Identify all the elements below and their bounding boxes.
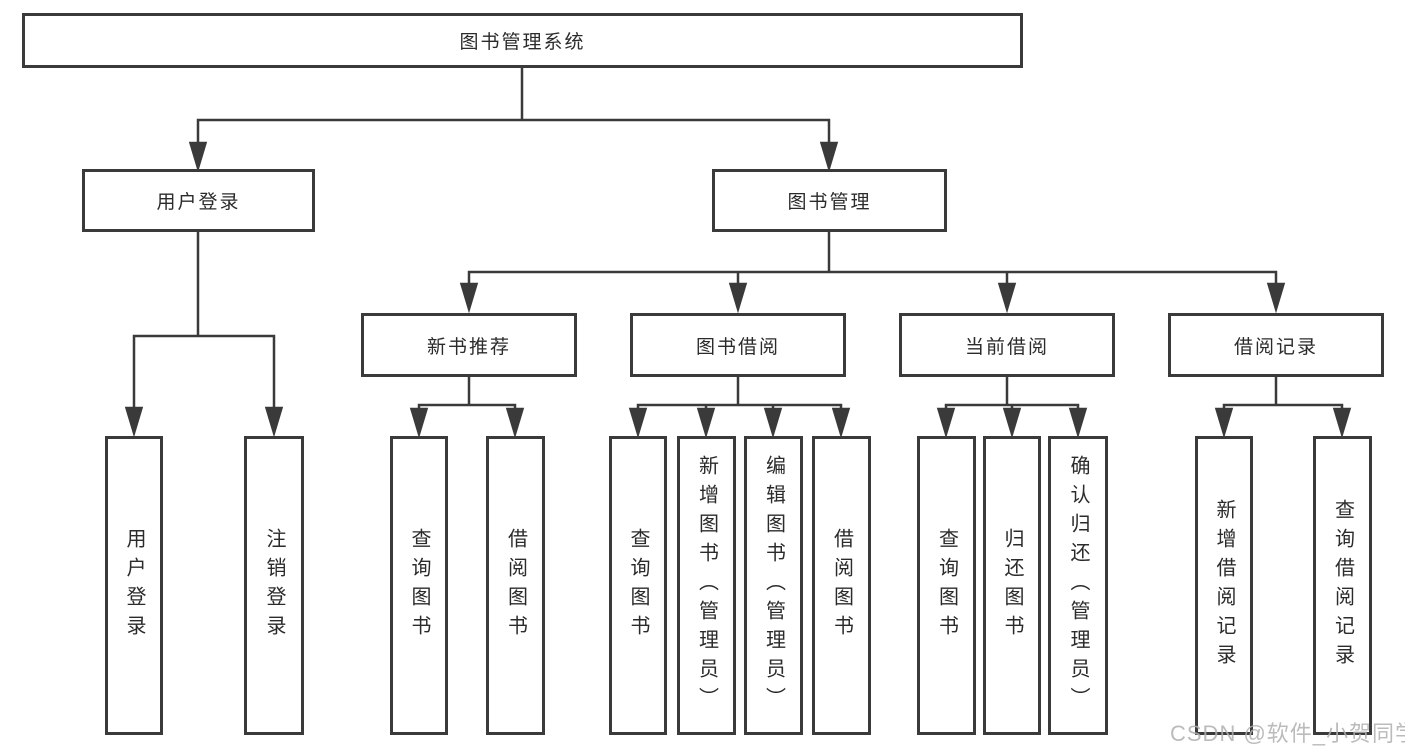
leaf-borrow-edit-books-admin: 编辑图书（管理员） bbox=[744, 436, 803, 735]
node-user-login: 用户登录 bbox=[82, 169, 315, 232]
node-root-system: 图书管理系统 bbox=[22, 13, 1023, 68]
arrow-down-icon bbox=[1332, 407, 1352, 439]
leaf-records-add-borrow-record: 新增借阅记录 bbox=[1195, 436, 1253, 735]
arrow-down-icon bbox=[728, 282, 748, 314]
arrow-down-icon bbox=[505, 407, 525, 439]
connector-new-book-recommend-to-children bbox=[409, 377, 525, 439]
csdn-watermark: CSDN @软件_小贺同学 bbox=[1170, 721, 1405, 746]
arrow-down-icon bbox=[628, 407, 648, 439]
leaf-borrow-query-books: 查询图书 bbox=[609, 436, 667, 735]
arrow-down-icon bbox=[188, 141, 208, 173]
arrow-down-icon bbox=[696, 407, 716, 439]
arrow-down-icon bbox=[763, 407, 783, 439]
node-current-borrow: 当前借阅 bbox=[899, 313, 1115, 377]
leaf-current-query-books: 查询图书 bbox=[917, 436, 976, 735]
arrow-down-icon bbox=[459, 282, 479, 314]
connector-book-management-to-level3 bbox=[459, 232, 1286, 314]
leaf-borrow-borrow-books: 借阅图书 bbox=[812, 436, 871, 735]
connector-book-borrow-to-children bbox=[628, 377, 851, 439]
arrow-down-icon bbox=[409, 407, 429, 439]
node-borrow-records: 借阅记录 bbox=[1168, 313, 1384, 377]
leaf-logout: 注销登录 bbox=[244, 436, 304, 735]
leaf-recommend-borrow-books: 借阅图书 bbox=[486, 436, 545, 735]
arrow-down-icon bbox=[1002, 407, 1022, 439]
node-new-book-recommend: 新书推荐 bbox=[361, 313, 577, 377]
leaf-user-login: 用户登录 bbox=[105, 436, 163, 735]
connector-root-to-level2 bbox=[188, 68, 839, 173]
arrow-down-icon bbox=[831, 407, 851, 439]
arrow-down-icon bbox=[264, 406, 284, 438]
connector-borrow-records-to-children bbox=[1214, 377, 1352, 439]
leaf-current-return-books: 归还图书 bbox=[983, 436, 1041, 735]
arrow-down-icon bbox=[936, 407, 956, 439]
arrow-down-icon bbox=[819, 141, 839, 173]
arrow-down-icon bbox=[1068, 407, 1088, 439]
arrow-down-icon bbox=[997, 282, 1017, 314]
connector-user-login-to-children bbox=[124, 232, 284, 438]
connector-current-borrow-to-children bbox=[936, 377, 1088, 439]
arrow-down-icon bbox=[1214, 407, 1234, 439]
leaf-records-query-borrow-record: 查询借阅记录 bbox=[1313, 436, 1372, 735]
node-book-management: 图书管理 bbox=[712, 169, 947, 232]
leaf-recommend-query-books: 查询图书 bbox=[390, 436, 448, 735]
arrow-down-icon bbox=[124, 406, 144, 438]
arrow-down-icon bbox=[1266, 282, 1286, 314]
leaf-current-confirm-return-admin: 确认归还（管理员） bbox=[1048, 436, 1108, 735]
leaf-borrow-add-books-admin: 新增图书（管理员） bbox=[677, 436, 736, 735]
node-book-borrow: 图书借阅 bbox=[630, 313, 846, 377]
